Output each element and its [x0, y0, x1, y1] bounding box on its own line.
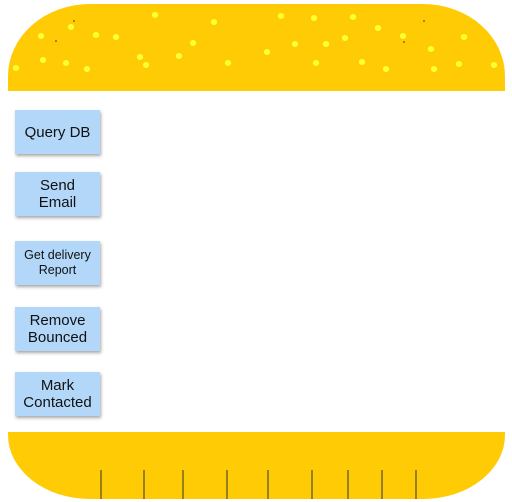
note-send-email[interactable]: Send Email [15, 172, 100, 216]
note-remove-bounced[interactable]: Remove Bounced [15, 307, 100, 351]
note-mark-contacted[interactable]: Mark Contacted [15, 372, 100, 416]
note-get-delivery-report[interactable]: Get delivery Report [15, 241, 100, 285]
note-query-db[interactable]: Query DB [15, 110, 100, 154]
top-bun [8, 4, 505, 91]
bottom-bun [8, 432, 505, 499]
